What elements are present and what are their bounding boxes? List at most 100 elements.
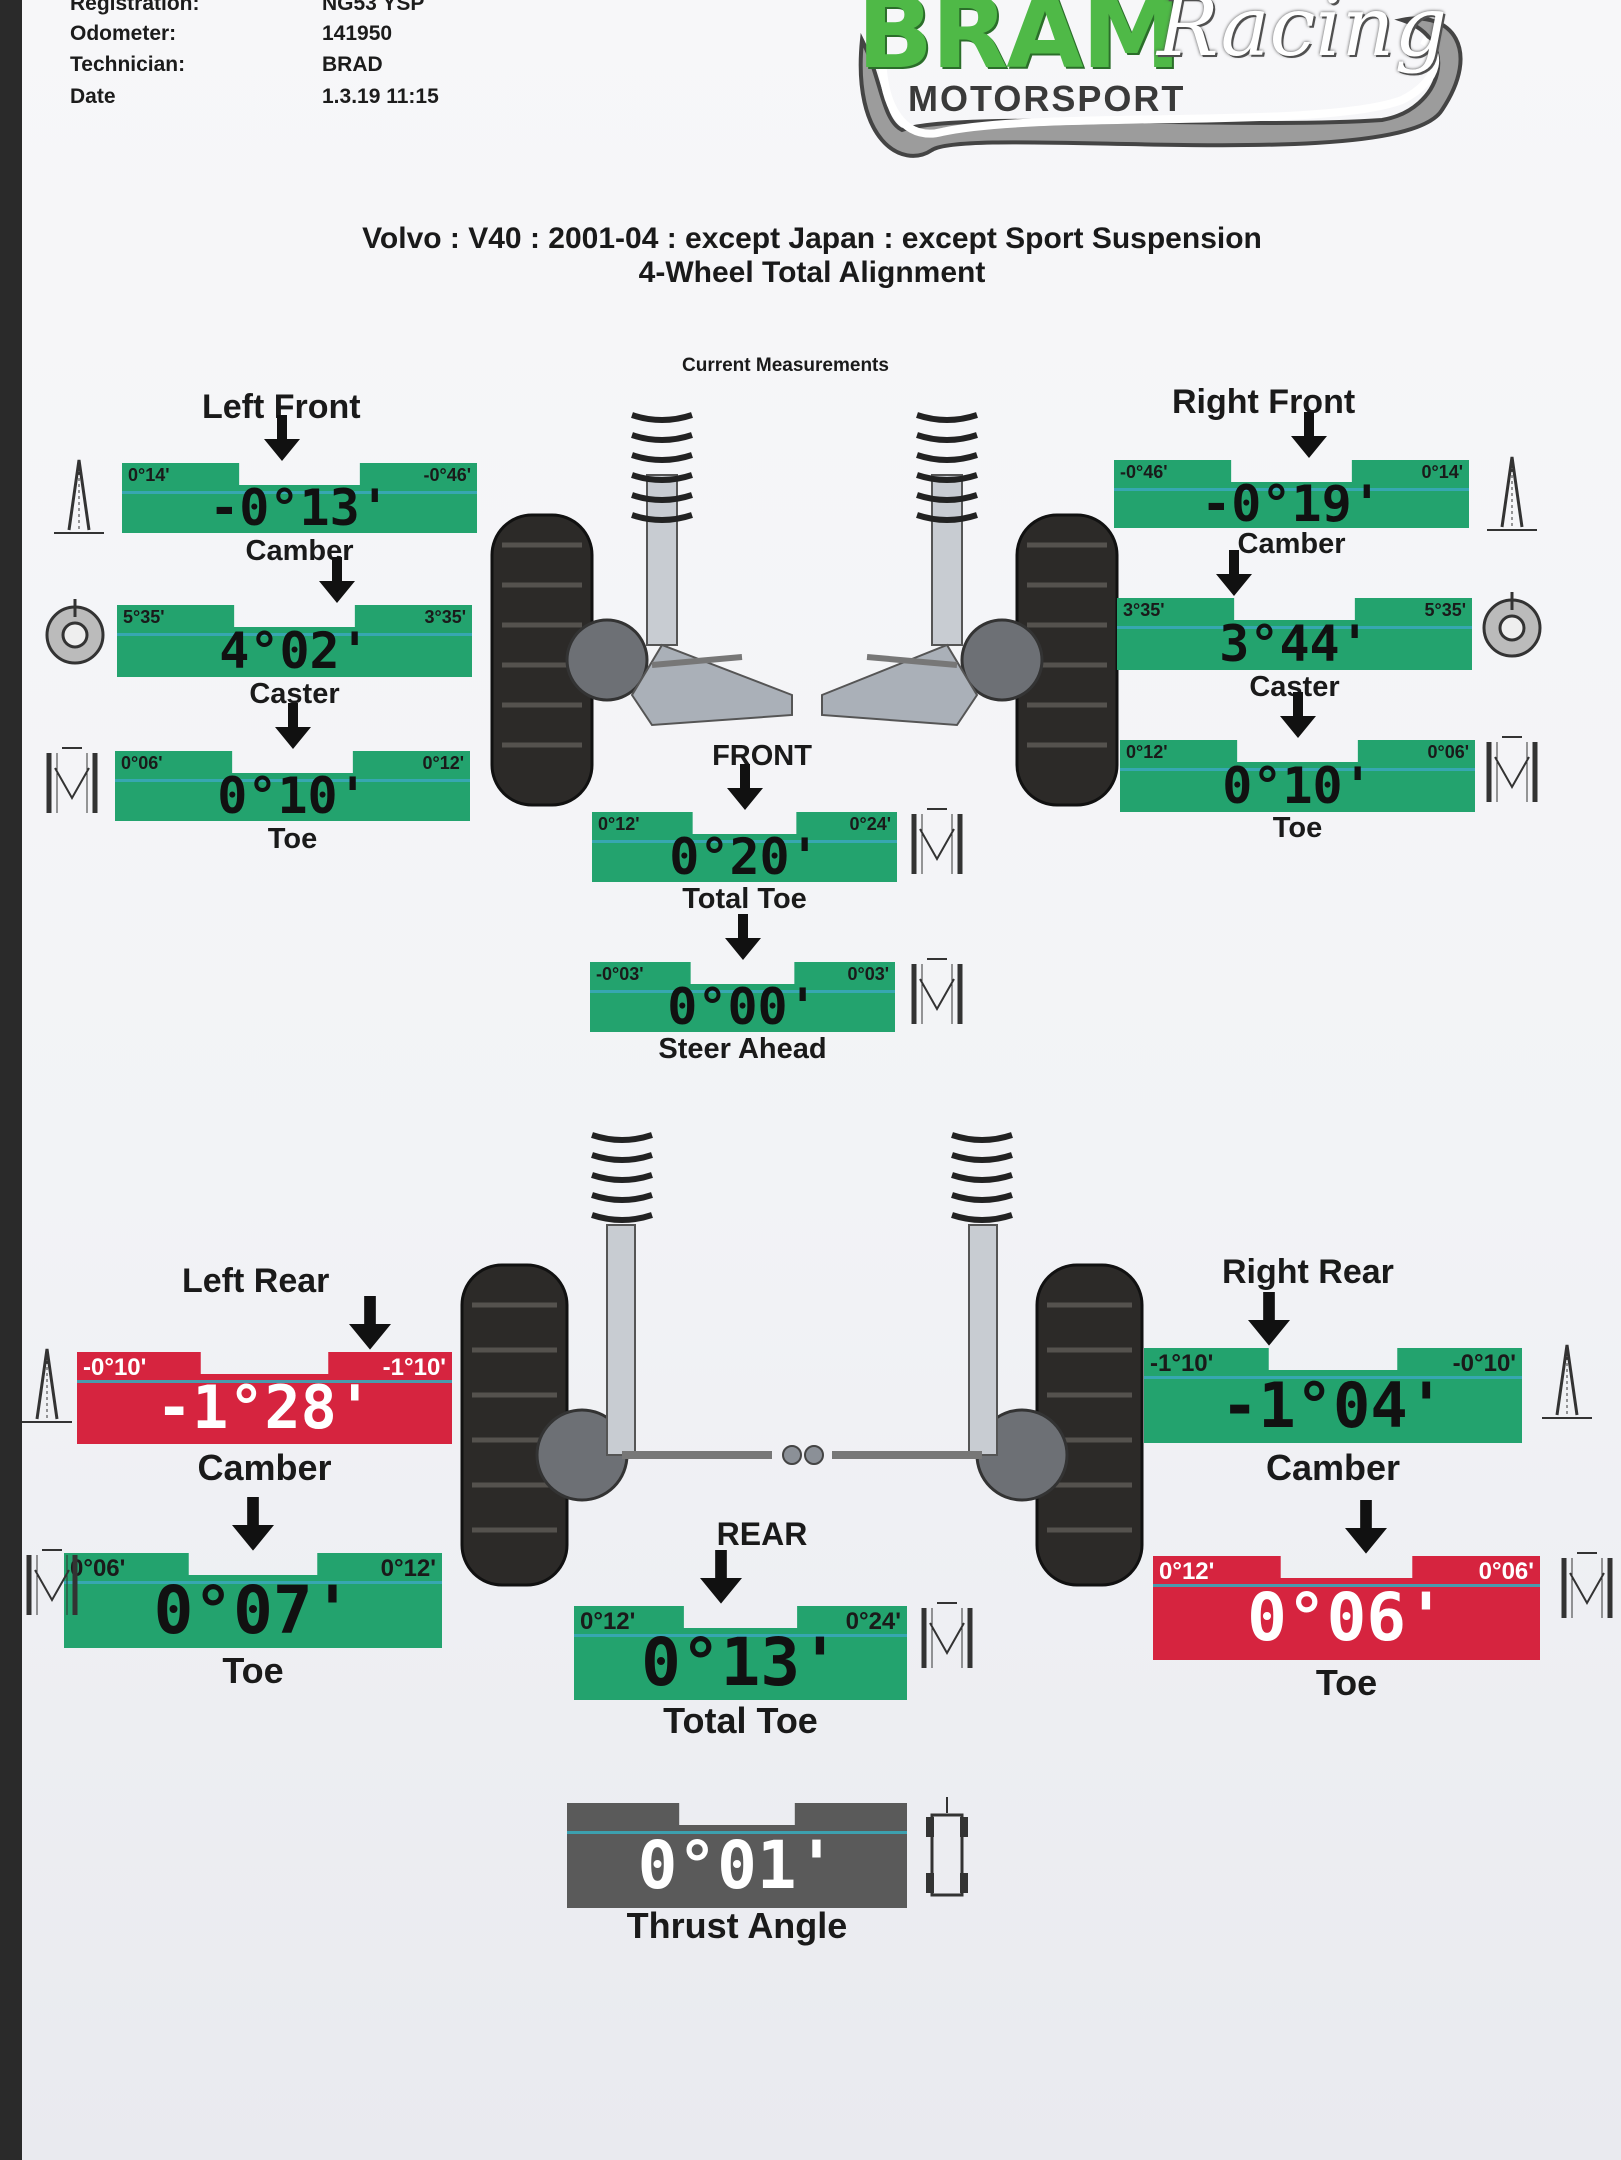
toe-icon (17, 1545, 87, 1630)
right-rear-camber-gauge: -1°10' -0°10' -1°04' (1144, 1292, 1522, 1443)
camber-icon (12, 1344, 82, 1429)
right-front-toe-gauge: 0°12'0°06'0°10' (1120, 692, 1475, 815)
right-rear-title: Right Rear (1222, 1253, 1394, 1291)
current-measurements-label: Current Measurements (682, 355, 889, 376)
right-front-title: Right Front (1172, 383, 1356, 421)
vehicle-title: Volvo : V40 : 2001-04 : except Japan : e… (362, 222, 1262, 255)
gauge-tolerance-line (117, 633, 472, 636)
logo-script-text: Racing (1157, 0, 1447, 75)
alignment-report-sheet: Registration: NG53 YSP Odometer: 141950 … (22, 0, 1621, 2160)
gauge-tolerance-line (77, 1380, 452, 1383)
down-arrow-icon (317, 557, 357, 610)
odometer-label: Odometer: (70, 22, 177, 45)
camber-icon (1477, 452, 1547, 537)
right-front-toe-caption: Toe (1272, 812, 1323, 844)
gauge-reading: 0°13' (641, 1624, 840, 1701)
logo-sub-text: MOTORSPORT (908, 78, 1186, 119)
gauge-max-value: 3°35' (424, 607, 466, 627)
down-arrow-icon (697, 1550, 745, 1611)
gauge-reading: 0°01' (637, 1827, 837, 1904)
camber-icon (1532, 1340, 1602, 1425)
gauge-tolerance-line (1114, 488, 1469, 491)
gauge-max-value: 0°14' (1421, 462, 1463, 482)
gauge-reading: 0°20' (669, 828, 820, 886)
bram-racing-logo (858, 16, 1463, 158)
gauge-min-value: 0°06' (70, 1555, 126, 1582)
gauge-min-value: 0°12' (1159, 1558, 1215, 1585)
right-rear-toe-caption: Toe (1315, 1662, 1378, 1703)
left-front-camber-gauge: 0°14'-0°46'-0°13' (122, 415, 477, 537)
gauge-reading: -0°19' (1201, 475, 1382, 533)
down-arrow-icon (725, 764, 765, 817)
gauge-tolerance-line (567, 1831, 907, 1834)
gauge-min-value: -0°46' (1120, 462, 1168, 482)
gauge-min-value: 0°14' (128, 465, 170, 485)
technician-value: BRAD (322, 53, 383, 76)
gauge-max-value: 0°03' (847, 964, 889, 984)
toe-icon (1552, 1548, 1621, 1633)
logo-brand-text: BRAM (857, 0, 1181, 91)
date-value: 1.3.19 11:15 (322, 85, 439, 108)
down-arrow-icon (262, 415, 302, 468)
down-arrow-icon (1278, 692, 1318, 745)
technician-label: Technician: (70, 53, 186, 76)
gauge-max-value: 0°06' (1478, 1558, 1534, 1585)
down-arrow-icon (723, 914, 763, 967)
gauge-min-value: -0°10' (83, 1354, 147, 1381)
gauge-max-value: 0°12' (380, 1555, 436, 1582)
gauge-tolerance-line (1144, 1376, 1522, 1379)
gauge-min-value: 0°12' (598, 814, 640, 834)
registration-label: Registration: (70, 0, 200, 15)
down-arrow-icon (273, 703, 313, 756)
front-steer-ahead-caption: Steer Ahead (658, 1033, 827, 1065)
caster-icon (40, 597, 110, 672)
left-front-camber-caption: Camber (245, 535, 354, 567)
gauge-max-value: 0°24' (845, 1608, 901, 1635)
rear-total-toe-gauge: 0°12'0°24'0°13' (574, 1550, 907, 1701)
right-front-camber-gauge: -0°46' 0°14' -0°19' (1114, 412, 1469, 533)
front-total-toe-caption: Total Toe (682, 883, 807, 915)
gauge-min-value: 5°35' (123, 607, 165, 627)
suspension-strut-icon (606, 1224, 636, 1456)
toe-icon (37, 743, 107, 828)
right-front-caster-gauge: 3°35'5°35'3°44' (1117, 550, 1472, 673)
gauge-reading: -0°13' (209, 479, 390, 537)
gauge-max-value: 5°35' (1424, 600, 1466, 620)
down-arrow-icon (1289, 412, 1329, 465)
gauge-tolerance-line (115, 779, 470, 782)
front-label: FRONT (712, 740, 812, 772)
camber-icon (44, 455, 114, 540)
rear-total-toe-caption: Total Toe (663, 1700, 818, 1741)
gauge-max-value: -0°10' (1452, 1350, 1516, 1377)
gauge-max-value: 0°12' (422, 753, 464, 773)
registration-value: NG53 YSP (322, 0, 425, 15)
gauge-min-value: 0°06' (121, 753, 163, 773)
gauge-tolerance-line (122, 491, 477, 494)
gauge-min-value: -1°10' (1150, 1350, 1214, 1377)
gauge-tolerance-line (1117, 626, 1472, 629)
rear-label: REAR (716, 1516, 808, 1552)
gauge-min-value: -0°03' (596, 964, 644, 984)
gauge-reading: -1°04' (1221, 1369, 1445, 1442)
gauge-reading: 0°10' (217, 767, 368, 825)
toe-icon (1477, 732, 1547, 817)
gauge-reading: 4°02' (219, 622, 370, 680)
left-rear-toe-gauge: 0°06'0°12'0°07' (64, 1497, 442, 1648)
front-suspension-illustration (490, 412, 1119, 807)
suspension-strut-icon (931, 474, 963, 646)
steer-ahead-icon (902, 954, 972, 1039)
total-toe-icon (902, 804, 972, 889)
gauge-reading: 3°44' (1219, 615, 1370, 673)
front-total-toe-gauge: 0°12'0°24'0°20' (592, 764, 897, 886)
left-front-toe-caption: Toe (267, 823, 318, 855)
right-rear-toe-gauge: 0°12'0°06'0°06' (1153, 1500, 1540, 1660)
down-arrow-icon (1214, 550, 1254, 603)
left-front-caster-gauge: 5°35' 3°35' 4°02' (117, 557, 472, 680)
date-label: Date (70, 85, 116, 108)
total-toe-icon (912, 1598, 982, 1683)
gauge-reading: 0°10' (1222, 757, 1373, 815)
down-arrow-icon (1245, 1292, 1293, 1353)
rear-suspension-illustration (460, 1132, 1144, 1587)
gauge-reading: 0°00' (667, 978, 818, 1036)
left-rear-camber-caption: Camber (197, 1447, 332, 1488)
